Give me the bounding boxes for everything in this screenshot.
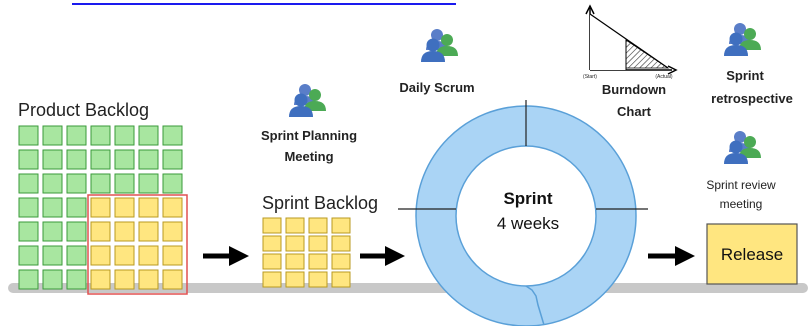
selected-backlog-item (162, 269, 183, 290)
backlog-item (162, 173, 183, 194)
backlog-item (114, 125, 135, 146)
product-backlog-label: Product Backlog (18, 100, 149, 120)
selected-backlog-item (138, 221, 159, 242)
sprint-backlog-grid (262, 217, 351, 288)
selected-backlog-item (90, 197, 111, 218)
backlog-item (18, 125, 39, 146)
backlog-item (18, 149, 39, 170)
backlog-item (42, 173, 63, 194)
backlog-item (90, 125, 111, 146)
backlog-item (18, 197, 39, 218)
selected-backlog-item (90, 221, 111, 242)
retrospective-people-icon (724, 23, 761, 56)
selected-backlog-item (90, 245, 111, 266)
sprint-backlog-item (308, 271, 328, 288)
burndown-label-line2: Chart (617, 104, 652, 119)
burndown-chart-icon (585, 4, 678, 75)
backlog-item (42, 125, 63, 146)
backlog-item (90, 173, 111, 194)
sprint-backlog-label: Sprint Backlog (262, 193, 378, 213)
sprint-planning-people-icon (289, 84, 326, 117)
review-people-icon (724, 131, 761, 164)
sprint-backlog-item (262, 235, 282, 252)
backlog-item (66, 245, 87, 266)
backlog-item (66, 173, 87, 194)
review-line1: Sprint review (706, 178, 776, 192)
selected-backlog-item (114, 245, 135, 266)
sprint-backlog-item (285, 235, 305, 252)
sprint-backlog-item (308, 235, 328, 252)
selected-backlog-item (162, 197, 183, 218)
backlog-item (42, 221, 63, 242)
burndown-end-label: (Actual) (655, 74, 673, 80)
sprint-duration: 4 weeks (497, 214, 559, 233)
sprint-backlog-item (308, 217, 328, 234)
selected-backlog-item (162, 245, 183, 266)
sprint-backlog-item (331, 217, 351, 234)
backlog-item (162, 149, 183, 170)
selected-backlog-item (114, 197, 135, 218)
retrospective-line1: Sprint (726, 68, 764, 83)
backlog-item (42, 269, 63, 290)
daily-scrum-label: Daily Scrum (399, 80, 474, 95)
backlog-item (42, 245, 63, 266)
product-backlog-grid (18, 125, 183, 290)
release-box (706, 223, 798, 285)
sprint-planning-line1: Sprint Planning (261, 128, 357, 143)
selected-items-outline (87, 194, 188, 295)
selected-backlog-item (138, 245, 159, 266)
selected-backlog-item (114, 221, 135, 242)
sprint-backlog-item (331, 271, 351, 288)
selected-backlog-item (138, 269, 159, 290)
backlog-item (90, 149, 111, 170)
selected-backlog-item (114, 269, 135, 290)
sprint-backlog-item (262, 271, 282, 288)
backlog-item (66, 197, 87, 218)
sprint-backlog-item (262, 217, 282, 234)
backlog-item (66, 149, 87, 170)
sprint-backlog-item (285, 271, 305, 288)
sprint-backlog-item (262, 253, 282, 270)
sprint-planning-line2: Meeting (284, 149, 333, 164)
backlog-item (66, 125, 87, 146)
sprint-backlog-item (308, 253, 328, 270)
backlog-item (66, 221, 87, 242)
sprint-label: Sprint (503, 189, 552, 208)
backlog-item (162, 125, 183, 146)
backlog-item (114, 173, 135, 194)
retrospective-line2: retrospective (711, 91, 793, 106)
sprint-backlog-item (285, 217, 305, 234)
backlog-item (66, 269, 87, 290)
backlog-item (18, 245, 39, 266)
daily-scrum-people-icon (421, 29, 458, 62)
ring-tick-bottom (525, 285, 545, 326)
backlog-item (138, 173, 159, 194)
burndown-start-label: (Start) (583, 74, 597, 80)
sprint-backlog-item (331, 235, 351, 252)
backlog-item (42, 149, 63, 170)
release-label: Release (721, 245, 783, 264)
backlog-item (114, 149, 135, 170)
backlog-item (138, 149, 159, 170)
backlog-item (42, 197, 63, 218)
selected-backlog-item (162, 221, 183, 242)
sprint-backlog-item (331, 253, 351, 270)
burndown-label-line1: Burndown (602, 82, 666, 97)
backlog-item (18, 269, 39, 290)
backlog-item (18, 221, 39, 242)
backlog-item (138, 125, 159, 146)
selected-backlog-item (90, 269, 111, 290)
selected-backlog-item (138, 197, 159, 218)
review-line2: meeting (720, 197, 763, 211)
sprint-backlog-item (285, 253, 305, 270)
backlog-item (18, 173, 39, 194)
